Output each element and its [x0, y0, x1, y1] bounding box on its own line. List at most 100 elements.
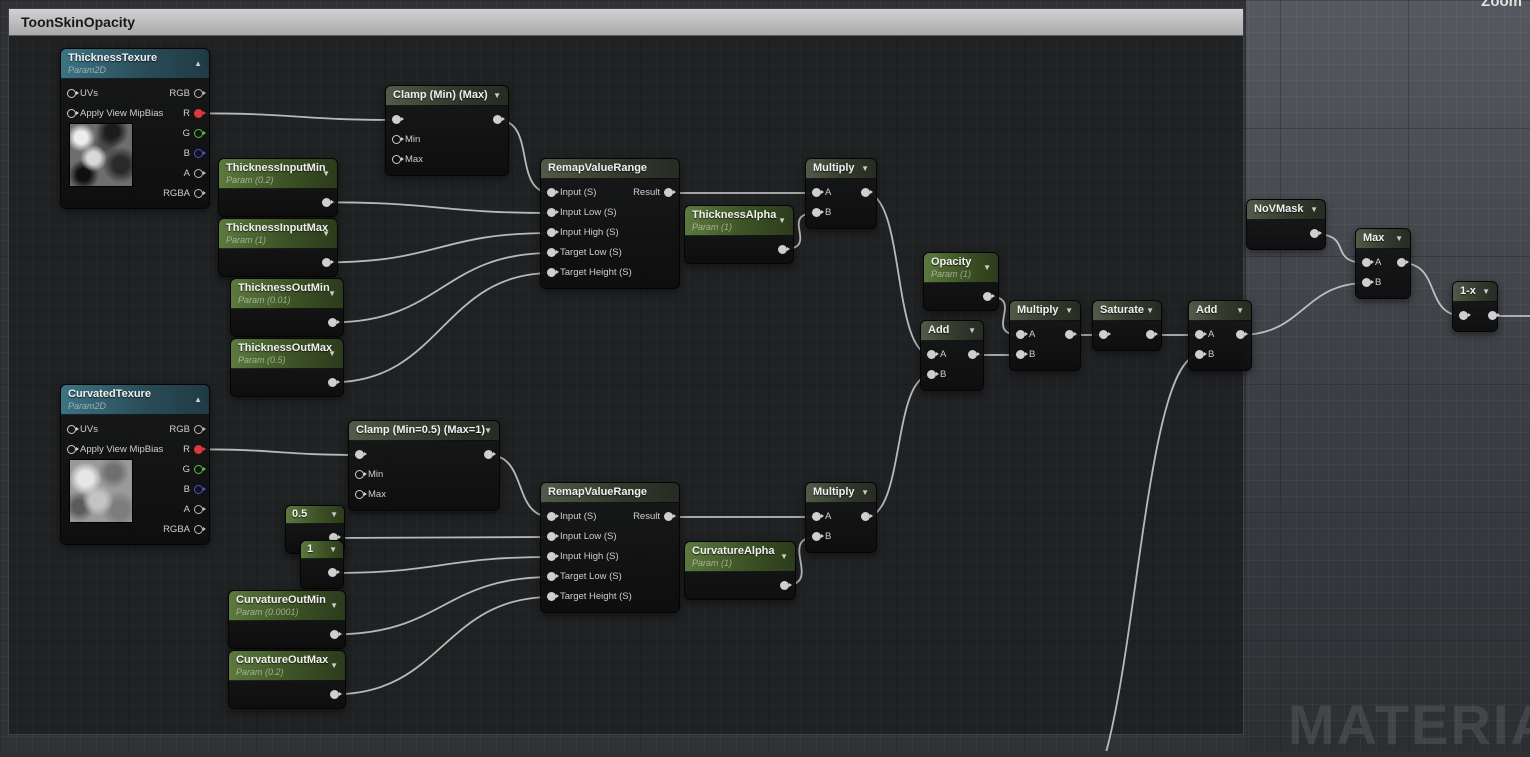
input-pin-In[interactable] — [1453, 311, 1478, 320]
input-pin-B[interactable]: B — [1356, 277, 1387, 288]
pin-circle-icon[interactable] — [1016, 330, 1025, 339]
output-pin-Out[interactable] — [1136, 330, 1161, 339]
node-header[interactable]: Saturate▼ — [1093, 301, 1161, 321]
input-pin-Min[interactable]: Min — [386, 134, 426, 145]
pin-circle-icon[interactable] — [67, 109, 76, 118]
input-pin-A[interactable]: A — [1010, 329, 1041, 340]
pin-circle-icon[interactable] — [1397, 258, 1406, 267]
pin-circle-icon[interactable] — [1065, 330, 1074, 339]
pin-circle-icon[interactable] — [983, 292, 992, 301]
pin-circle-icon[interactable] — [392, 135, 401, 144]
pin-circle-icon[interactable] — [927, 350, 936, 359]
pin-circle-icon[interactable] — [812, 208, 821, 217]
output-pin-Out[interactable] — [312, 198, 337, 207]
input-pin-Apply View MipBias[interactable]: Apply View MipBias — [61, 108, 169, 119]
input-pin-A[interactable]: A — [1356, 257, 1387, 268]
pin-circle-icon[interactable] — [547, 592, 556, 601]
pin-circle-icon[interactable] — [1016, 350, 1025, 359]
node-novmask[interactable]: NoVMask▼ — [1246, 199, 1326, 250]
chevron-down-icon[interactable]: ▼ — [861, 488, 869, 497]
pin-circle-icon[interactable] — [1362, 278, 1371, 287]
input-pin-Apply View MipBias[interactable]: Apply View MipBias — [61, 444, 169, 455]
pin-circle-icon[interactable] — [67, 445, 76, 454]
input-pin-Input Low (S)[interactable]: Input Low (S) — [541, 531, 623, 542]
output-pin-Out[interactable] — [1300, 229, 1325, 238]
input-pin-UVs[interactable]: UVs — [61, 424, 104, 435]
input-pin-B[interactable]: B — [921, 369, 952, 380]
pin-circle-icon[interactable] — [328, 378, 337, 387]
output-pin-Out[interactable] — [483, 115, 508, 124]
input-pin-B[interactable]: B — [806, 207, 837, 218]
pin-circle-icon[interactable] — [355, 490, 364, 499]
chevron-down-icon[interactable]: ▼ — [1236, 306, 1244, 315]
input-pin-Target Low (S)[interactable]: Target Low (S) — [541, 571, 628, 582]
pin-circle-icon[interactable] — [322, 258, 331, 267]
pin-circle-icon[interactable] — [194, 445, 203, 454]
pin-circle-icon[interactable] — [194, 149, 203, 158]
output-pin-Out[interactable] — [318, 318, 343, 327]
input-pin-A[interactable]: A — [806, 511, 837, 522]
pin-circle-icon[interactable] — [547, 208, 556, 217]
chevron-down-icon[interactable]: ▼ — [330, 661, 338, 670]
chevron-down-icon[interactable]: ▼ — [328, 349, 336, 358]
pin-circle-icon[interactable] — [322, 198, 331, 207]
output-pin-Out[interactable] — [1055, 330, 1080, 339]
pin-circle-icon[interactable] — [493, 115, 502, 124]
input-pin-Target Low (S)[interactable]: Target Low (S) — [541, 247, 628, 258]
output-pin-Out[interactable] — [958, 350, 983, 359]
chevron-down-icon[interactable]: ▼ — [1146, 306, 1154, 315]
chevron-down-icon[interactable]: ▼ — [1395, 234, 1403, 243]
node-header[interactable]: 1-x▼ — [1453, 282, 1497, 302]
pin-circle-icon[interactable] — [194, 425, 203, 434]
output-pin-B[interactable]: B — [178, 484, 209, 495]
pin-circle-icon[interactable] — [1236, 330, 1245, 339]
input-pin-Max[interactable]: Max — [349, 489, 392, 500]
output-pin-G[interactable]: G — [177, 128, 209, 139]
output-pin-Out[interactable] — [320, 690, 345, 699]
node-header[interactable]: RemapValueRange — [541, 159, 679, 179]
pin-circle-icon[interactable] — [328, 568, 337, 577]
input-pin-In[interactable] — [386, 115, 411, 124]
pin-circle-icon[interactable] — [812, 532, 821, 541]
input-pin-UVs[interactable]: UVs — [61, 88, 104, 99]
output-pin-RGB[interactable]: RGB — [163, 424, 209, 435]
pin-circle-icon[interactable] — [328, 318, 337, 327]
node-header[interactable]: Multiply▼ — [806, 483, 876, 503]
chevron-down-icon[interactable]: ▼ — [484, 426, 492, 435]
chevron-down-icon[interactable]: ▼ — [778, 216, 786, 225]
node-header[interactable]: Add▼ — [1189, 301, 1251, 321]
node-header[interactable]: 0.5▼ — [286, 506, 344, 524]
pin-circle-icon[interactable] — [861, 512, 870, 521]
pin-circle-icon[interactable] — [1146, 330, 1155, 339]
pin-circle-icon[interactable] — [664, 512, 673, 521]
pin-circle-icon[interactable] — [194, 169, 203, 178]
comment-titlebar[interactable]: ToonSkinOpacity — [9, 9, 1243, 36]
pin-circle-icon[interactable] — [547, 228, 556, 237]
pin-circle-icon[interactable] — [355, 450, 364, 459]
input-pin-B[interactable]: B — [1189, 349, 1220, 360]
pin-circle-icon[interactable] — [194, 109, 203, 118]
output-pin-R[interactable]: R — [177, 444, 209, 455]
input-pin-Target Height (S)[interactable]: Target Height (S) — [541, 267, 638, 278]
node-onex[interactable]: 1-x▼ — [1452, 281, 1498, 332]
output-pin-RGBA[interactable]: RGBA — [157, 188, 209, 199]
node-const1[interactable]: 1▼ — [300, 540, 344, 589]
input-pin-A[interactable]: A — [921, 349, 952, 360]
pin-circle-icon[interactable] — [392, 155, 401, 164]
output-pin-Result[interactable]: Result — [627, 511, 679, 522]
